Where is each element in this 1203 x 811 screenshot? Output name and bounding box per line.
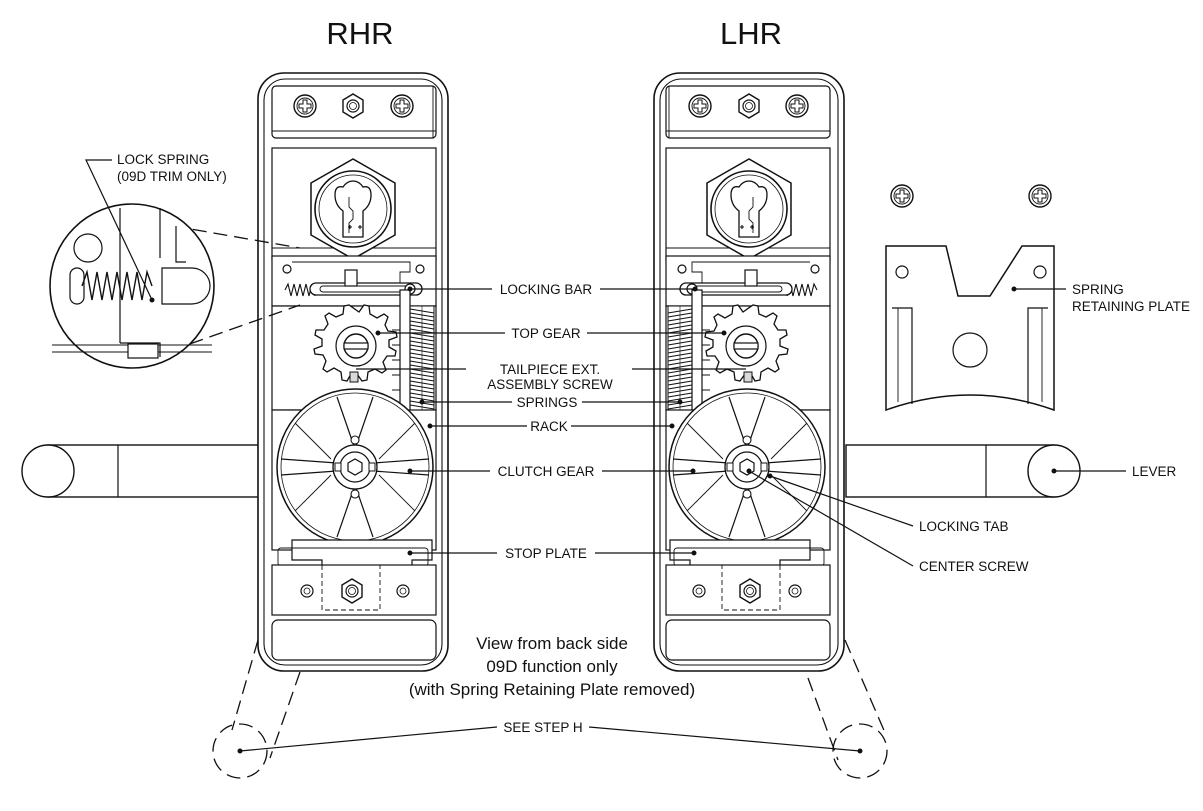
label-stop-plate: STOP PLATE xyxy=(505,546,587,561)
note-line-2: 09D function only xyxy=(486,657,618,676)
lock-spring-detail xyxy=(49,203,301,369)
label-locking-bar: LOCKING BAR xyxy=(500,282,593,297)
rhr-lever-rotated-phantom xyxy=(212,639,301,779)
label-spring-plate-1: SPRING xyxy=(1072,282,1124,297)
title-lhr: LHR xyxy=(720,16,782,51)
lhr-lever-rotated-phantom xyxy=(807,639,888,779)
lhr-lever xyxy=(845,444,1081,498)
rhr-lever xyxy=(21,444,261,498)
label-top-gear: TOP GEAR xyxy=(511,326,581,341)
title-rhr: RHR xyxy=(326,16,393,51)
label-rack: RACK xyxy=(530,419,568,434)
rhr-lock-body xyxy=(258,73,448,671)
spring-retaining-plate xyxy=(885,184,1055,412)
label-lever: LEVER xyxy=(1132,464,1177,479)
label-center-screw: CENTER SCREW xyxy=(919,559,1029,574)
leader-lines xyxy=(85,159,1126,754)
note-line-1: View from back side xyxy=(476,634,628,653)
label-lock-spring-1: LOCK SPRING xyxy=(117,152,209,167)
label-see-step-h: SEE STEP H xyxy=(503,720,582,735)
label-tailpiece-1: TAILPIECE EXT. xyxy=(500,362,600,377)
label-locking-tab: LOCKING TAB xyxy=(919,519,1009,534)
label-lock-spring-2: (09D TRIM ONLY) xyxy=(117,169,227,184)
lhr-lock-body xyxy=(654,73,844,671)
note-line-3: (with Spring Retaining Plate removed) xyxy=(409,680,695,699)
label-clutch-gear: CLUTCH GEAR xyxy=(498,464,595,479)
label-springs: SPRINGS xyxy=(517,395,578,410)
label-spring-plate-2: RETAINING PLATE xyxy=(1072,299,1190,314)
label-tailpiece-2: ASSEMBLY SCREW xyxy=(487,377,613,392)
